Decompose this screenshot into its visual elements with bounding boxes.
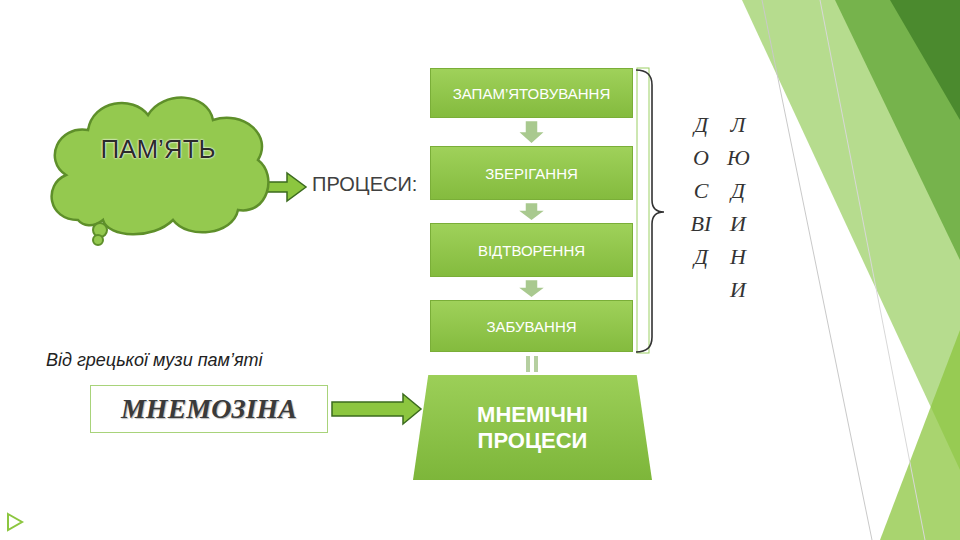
node-text: ПАМ’ЯТЬ xyxy=(100,134,215,165)
vertical-word: ДОСВІД xyxy=(690,108,712,273)
section-label: ПРОЦЕСИ: xyxy=(312,173,417,196)
process-box: ВІДТВОРЕННЯ xyxy=(430,223,633,277)
deco-line xyxy=(762,0,872,540)
equals-bar xyxy=(526,356,530,372)
block-arrow xyxy=(332,394,421,424)
bracket-bar xyxy=(637,68,649,353)
thought-bubble xyxy=(93,235,103,245)
corner-shape xyxy=(742,0,960,470)
node-text: ВІДТВОРЕННЯ xyxy=(478,242,585,259)
corner-shape xyxy=(880,330,960,540)
block-arrow xyxy=(522,204,542,219)
cloud-shape xyxy=(52,98,269,235)
node-text: ЗБЕРІГАННЯ xyxy=(485,165,578,182)
node-text: МНЕМІЧНІ ПРОЦЕСИ xyxy=(441,402,624,453)
vertical-word: ЛЮДИНИ xyxy=(727,108,749,306)
process-box: ЗАПАМ’ЯТОВУВАННЯ xyxy=(430,68,633,118)
process-box: ЗБЕРІГАННЯ xyxy=(430,146,633,200)
corner-triangle xyxy=(8,514,22,530)
thought-cloud: ПАМ’ЯТЬ xyxy=(38,80,278,240)
deco-line xyxy=(820,0,925,540)
trapezoid-shape xyxy=(413,375,652,480)
curly-bracket xyxy=(636,70,664,352)
process-box: ЗАБУВАННЯ xyxy=(430,300,633,352)
node-text: ЗАПАМ’ЯТОВУВАННЯ xyxy=(453,85,611,102)
note-text: Від грецької музи пам’яті xyxy=(46,350,263,371)
node-text: МНЕМОЗІНА xyxy=(121,393,297,425)
name-box: МНЕМОЗІНА xyxy=(90,385,328,433)
equals-bar xyxy=(534,356,538,372)
corner-shape xyxy=(890,0,960,120)
node-text: ЗАБУВАННЯ xyxy=(486,318,576,335)
trapezoid-block: МНЕМІЧНІ ПРОЦЕСИ xyxy=(413,375,652,480)
block-arrow xyxy=(522,122,542,142)
corner-shape xyxy=(835,0,960,260)
block-arrow xyxy=(522,281,542,296)
